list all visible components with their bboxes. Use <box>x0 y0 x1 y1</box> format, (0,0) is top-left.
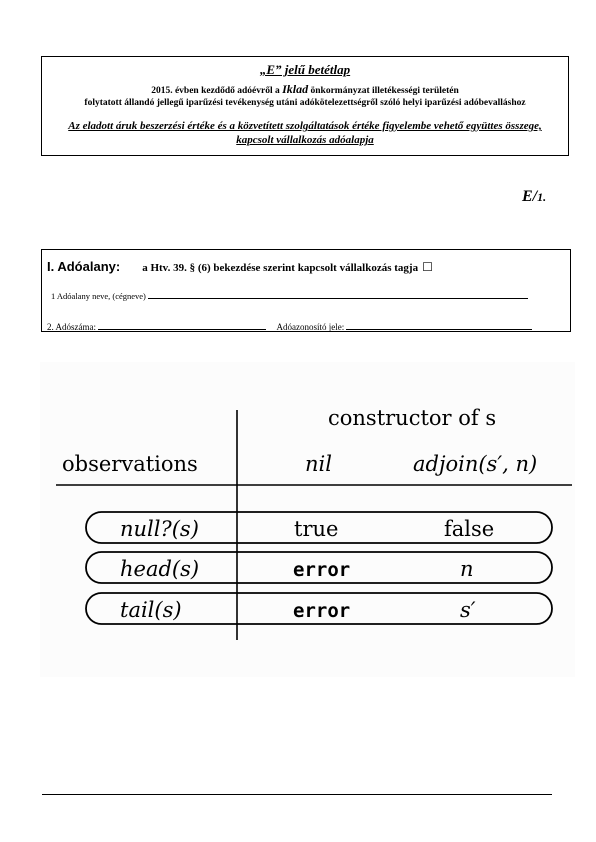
header-line-1-post: önkormányzat illetékességi területén <box>308 86 459 96</box>
taxpayer-section: I. Adóalany: a Htv. 39. § (6) bekezdése s… <box>41 249 571 332</box>
header-box: „E” jelű betétlap 2015. évben kezdődő ad… <box>41 56 569 156</box>
header-constructor: constructor of s <box>328 406 496 430</box>
obs-tail: tail(s) <box>120 598 182 622</box>
tax-number-label: 2. Adószáma: <box>47 322 96 332</box>
row-capsule <box>85 551 553 584</box>
linked-enterprise-checkbox[interactable]: ☐ <box>422 260 433 274</box>
page-code-number: 1. <box>537 190 547 204</box>
form-title: „E” jelű betétlap <box>259 62 351 77</box>
tax-number-field[interactable] <box>98 320 267 330</box>
tax-id-label: Adóazonosító jele: <box>276 322 345 332</box>
obs-null: null?(s) <box>120 517 199 541</box>
header-observations: observations <box>62 452 198 476</box>
head-adjoin-value: n <box>460 557 474 581</box>
head-nil-value: error <box>293 559 350 581</box>
municipality-name: Iklad <box>282 82 309 96</box>
tail-nil-value: error <box>293 600 350 622</box>
tax-id-field[interactable] <box>346 320 533 330</box>
page-code-main: E/ <box>522 188 538 205</box>
obs-head: head(s) <box>120 557 199 581</box>
row-capsule <box>85 511 553 544</box>
tax-row: 2. Adószáma: Adóazonosító jele: <box>47 320 533 332</box>
header-line-2: folytatott állandó jellegű iparűzési tev… <box>84 98 526 108</box>
name-label: 1 Adóalany neve, (cégneve) <box>51 291 146 301</box>
null-adjoin-value: false <box>444 517 494 541</box>
observation-table-svg: constructor of s observations nil adjoin… <box>40 362 575 677</box>
header-subtitle-a: Az eladott áruk beszerzési értéke és a k… <box>68 120 542 132</box>
header-line-1-pre: 2015. évben kezdődő adóévről a <box>151 86 283 96</box>
null-nil-value: true <box>294 517 338 541</box>
header-subtitle-b: kapcsolt vállalkozás adóalapja <box>236 134 374 146</box>
observation-table-figure: constructor of s observations nil adjoin… <box>40 362 575 677</box>
header-line-1: 2015. évben kezdődő adóévről a Iklad önk… <box>42 82 568 97</box>
name-row: 1 Adóalany neve, (cégneve) <box>51 289 528 301</box>
row-capsule <box>85 592 553 625</box>
page-code: E/1. <box>522 188 546 206</box>
linked-enterprise-text: a Htv. 39. § (6) bekezdése szerint kapcs… <box>142 262 419 274</box>
column-nil: nil <box>305 452 332 476</box>
tail-adjoin-value: s′ <box>460 598 476 622</box>
header-subtitle: Az eladott áruk beszerzési értéke és a k… <box>42 119 568 147</box>
footer-separator <box>42 794 552 795</box>
section-heading: I. Adóalany: a Htv. 39. § (6) bekezdése s… <box>47 258 433 276</box>
section-label: I. Adóalany: <box>47 259 121 274</box>
name-field[interactable] <box>148 289 528 299</box>
column-adjoin: adjoin(s′, n) <box>413 452 537 476</box>
